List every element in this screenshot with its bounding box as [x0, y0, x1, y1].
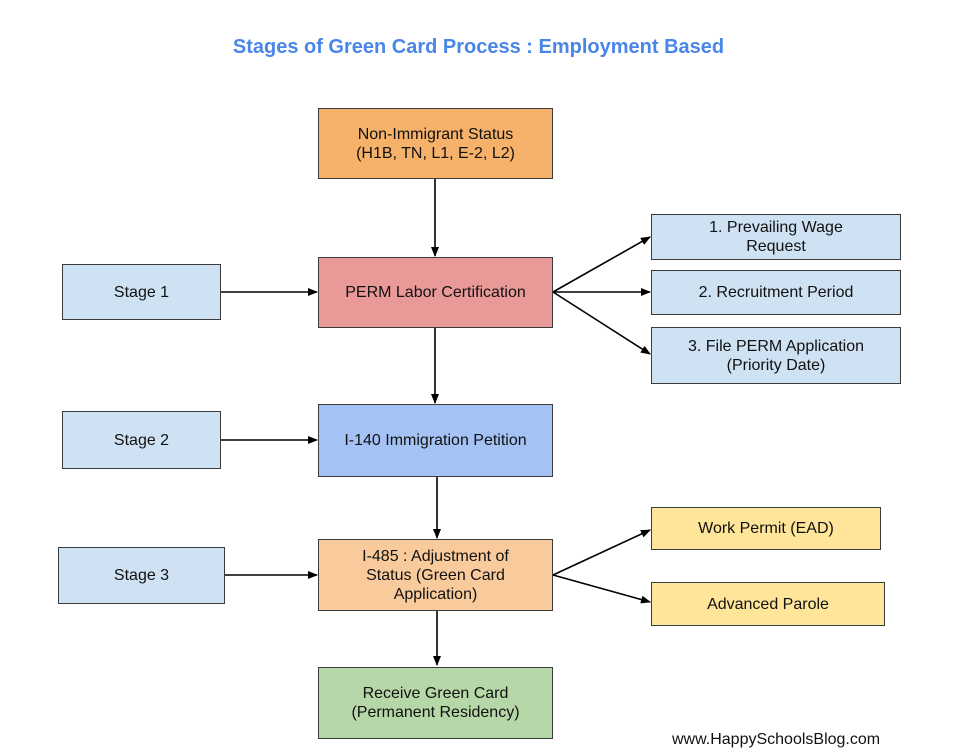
stage-3-box: Stage 3 [58, 547, 225, 604]
stage-1-label: Stage 1 [113, 283, 170, 301]
recruitment-period-label: 2. Recruitment Period [698, 284, 854, 301]
footer-website: www.HappySchoolsBlog.com [672, 731, 881, 748]
prevailing-wage-box: 1. Prevailing Wage Request [651, 214, 901, 260]
perm-labor-certification-label: PERM Labor Certification [345, 284, 526, 301]
advanced-parole-box: Advanced Parole [651, 582, 885, 626]
i140-petition-box: I-140 Immigration Petition [318, 404, 553, 477]
arrow-perm-to-prevailing-wage [552, 236, 651, 293]
diagram-title: Stages of Green Card Process : Employmen… [232, 36, 725, 58]
perm-labor-certification-box: PERM Labor Certification [318, 257, 553, 328]
arrow-perm-to-file-perm [552, 291, 651, 355]
i140-petition-label: I-140 Immigration Petition [344, 432, 527, 449]
stage-1-box: Stage 1 [62, 264, 221, 320]
receive-green-card-box: Receive Green Card (Permanent Residency) [318, 667, 553, 739]
stage-2-box: Stage 2 [62, 411, 221, 469]
recruitment-period-box: 2. Recruitment Period [651, 270, 901, 315]
i485-adjustment-box: I-485 : Adjustment of Status (Green Card… [318, 539, 553, 611]
arrow-i485-to-work-permit [552, 529, 651, 576]
work-permit-box: Work Permit (EAD) [651, 507, 881, 550]
i485-adjustment-label: I-485 : Adjustment of Status (Green Card… [362, 547, 509, 603]
receive-green-card-label: Receive Green Card (Permanent Residency) [351, 685, 520, 721]
prevailing-wage-label: 1. Prevailing Wage Request [709, 219, 843, 255]
stage-3-label: Stage 3 [113, 567, 170, 584]
non-immigrant-status-label: Non-Immigrant Status (H1B, TN, L1, E-2, … [356, 125, 515, 162]
arrow-i485-to-advanced-parole [552, 574, 651, 604]
work-permit-label: Work Permit (EAD) [698, 520, 834, 537]
file-perm-application-box: 3. File PERM Application (Priority Date) [651, 327, 901, 384]
stage-2-label: Stage 2 [113, 431, 170, 449]
advanced-parole-label: Advanced Parole [707, 595, 829, 613]
file-perm-application-label: 3. File PERM Application (Priority Date) [687, 337, 865, 374]
non-immigrant-status-box: Non-Immigrant Status (H1B, TN, L1, E-2, … [318, 108, 553, 179]
